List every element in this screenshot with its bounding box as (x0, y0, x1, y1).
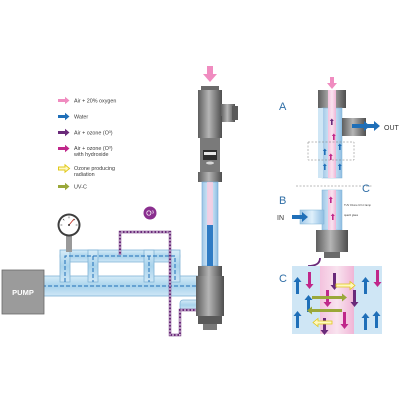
yellow-hollow-arrow-icon (58, 163, 71, 174)
green-arrow-icon (58, 182, 70, 191)
air-inlet-arrow-icon (203, 66, 217, 82)
legend-label: Air + ozone (O³) (74, 131, 113, 137)
air-inlet-arrow-icon (327, 77, 337, 89)
legend-label: Water (74, 115, 88, 121)
legend-item-ozone-hydroxide: Air + ozone (O³) with hydroxide (58, 144, 113, 158)
in-label: IN (277, 215, 284, 222)
legend-item-air-oxygen: Air + 20% oxygen (58, 96, 116, 105)
pump-label: PUMP (12, 288, 34, 297)
legend-label: Air + ozone (O³) (74, 146, 113, 152)
lamp-label: TUV Ozone UV-C lamp (344, 203, 371, 207)
water-in-arrow-icon (292, 212, 308, 222)
water-out-arrow-icon (352, 121, 370, 131)
legend-item-water: Water (58, 112, 88, 121)
ozone-badge (143, 206, 157, 220)
legend: Air + 20% oxygen Water Air + ozone (O³) … (58, 96, 116, 191)
section-c-label: C (362, 183, 370, 195)
pressure-gauge-icon (57, 213, 81, 237)
out-label: OUT (384, 125, 400, 132)
panel-b: B IN TUV Ozone UV-C lamp quartz glass (277, 189, 371, 267)
panel-b-label: B (279, 195, 286, 207)
legend-item-air-ozone: Air + ozone (O³) (58, 128, 113, 137)
legend-item-uvc: UV-C (58, 182, 87, 191)
legend-label-line2: with hydroxide (73, 152, 108, 158)
pipe-system (39, 236, 211, 311)
legend-item-ozone-radiation: Ozone producing radiation (58, 163, 115, 178)
glass-label: quartz glass (344, 213, 359, 217)
panel-c-label: C (279, 273, 287, 285)
uv-ozone-reactor (196, 66, 238, 330)
panel-c-flow-arrows (293, 270, 382, 335)
pink-arrow-icon (58, 96, 70, 105)
panel-c: C (279, 266, 382, 335)
ozone-supply-line: O³ (118, 206, 196, 337)
magenta-arrow-icon (58, 144, 70, 153)
purple-arrow-icon (58, 128, 70, 137)
pump: PUMP (1, 269, 45, 315)
legend-label: UV-C (74, 185, 87, 191)
panel-a: A OUT C (279, 77, 400, 195)
water-out-arrow-icon (366, 121, 380, 131)
legend-label-line2: radiation (74, 172, 95, 178)
legend-label: Air + 20% oxygen (74, 99, 116, 105)
legend-label: Ozone producing (74, 166, 115, 172)
panel-a-label: A (279, 101, 287, 113)
blue-arrow-icon (58, 112, 70, 121)
ozone-badge-label: O³ (146, 211, 154, 218)
